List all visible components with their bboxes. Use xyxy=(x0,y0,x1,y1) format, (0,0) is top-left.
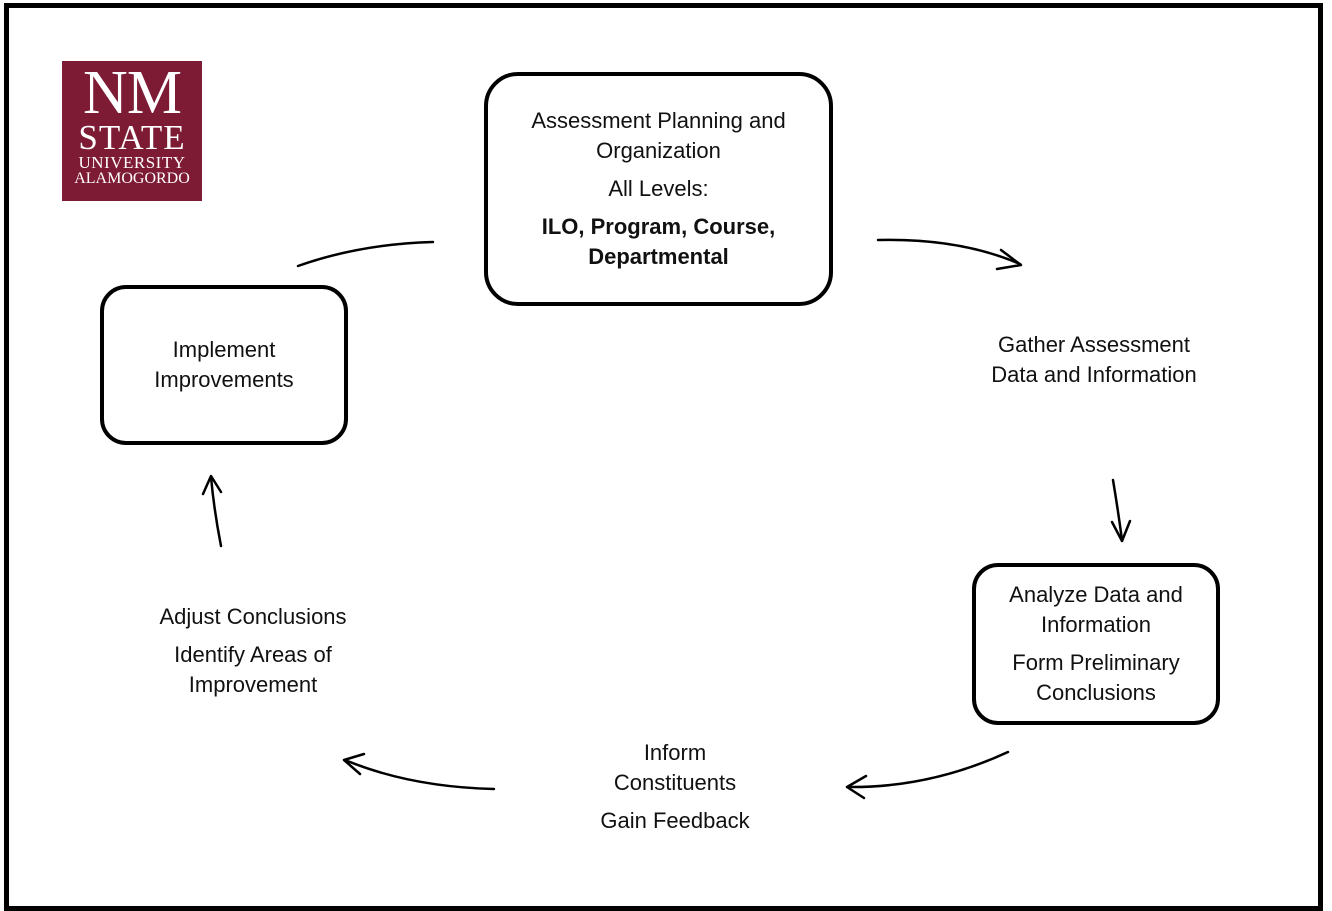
arrow-implement-to-planning xyxy=(296,240,435,268)
arrowhead-analyze-to-inform xyxy=(845,774,868,800)
arrowhead-planning-to-gather xyxy=(995,248,1023,271)
gather-line1: Gather Assessment xyxy=(998,332,1190,357)
logo-nm: NM xyxy=(83,61,182,127)
logo-state: STATE xyxy=(78,118,186,157)
logo-university: UNIVERSITY xyxy=(78,153,186,172)
adjust-line2: Identify Areas of xyxy=(174,642,332,667)
node-assessment-planning: Assessment Planning and Organization All… xyxy=(484,72,833,306)
node-implement-improvements: Implement Improvements xyxy=(100,285,348,445)
arrow-adjust-to-implement xyxy=(209,475,223,548)
node-gather-data: Gather Assessment Data and Information xyxy=(964,330,1224,390)
inform-line2: Constituents xyxy=(613,770,737,795)
arrowhead-gather-to-analyze xyxy=(1110,519,1132,543)
analyze-line3: Form Preliminary xyxy=(1012,650,1180,675)
arrow-planning-to-gather xyxy=(876,238,1022,266)
implement-line1: Implement xyxy=(172,337,276,362)
planning-levels-line1: ILO, Program, Course, xyxy=(541,214,776,239)
planning-levels-label: All Levels: xyxy=(608,176,709,201)
node-inform-constituents: Inform Constituents Gain Feedback xyxy=(560,738,790,836)
planning-levels-line2: Departmental xyxy=(588,244,729,269)
arrowhead-adjust-to-implement xyxy=(201,474,223,496)
inform-line1: Inform xyxy=(643,740,707,765)
arrow-inform-to-adjust xyxy=(343,758,496,791)
arrow-gather-to-analyze xyxy=(1111,478,1124,542)
implement-line2: Improvements xyxy=(154,367,294,392)
node-adjust-conclusions: Adjust Conclusions Identify Areas of Imp… xyxy=(128,602,378,700)
arrowhead-inform-to-adjust xyxy=(342,752,366,776)
gather-line2: Data and Information xyxy=(991,362,1197,387)
nmsu-alamogordo-logo: NM STATE UNIVERSITY ALAMOGORDO xyxy=(62,61,202,201)
analyze-line4: Conclusions xyxy=(1036,680,1156,705)
planning-title-line1: Assessment Planning and xyxy=(531,108,786,133)
logo-alamogordo: ALAMOGORDO xyxy=(74,170,190,187)
arrow-analyze-to-inform xyxy=(846,750,1010,789)
analyze-line1: Analyze Data and xyxy=(1009,582,1183,607)
planning-title-line2: Organization xyxy=(596,138,721,163)
analyze-line2: Information xyxy=(1040,612,1152,637)
adjust-line3: Improvement xyxy=(188,672,318,697)
node-analyze-data: Analyze Data and Information Form Prelim… xyxy=(972,563,1220,725)
inform-line3: Gain Feedback xyxy=(600,808,750,833)
adjust-line1: Adjust Conclusions xyxy=(159,604,347,629)
